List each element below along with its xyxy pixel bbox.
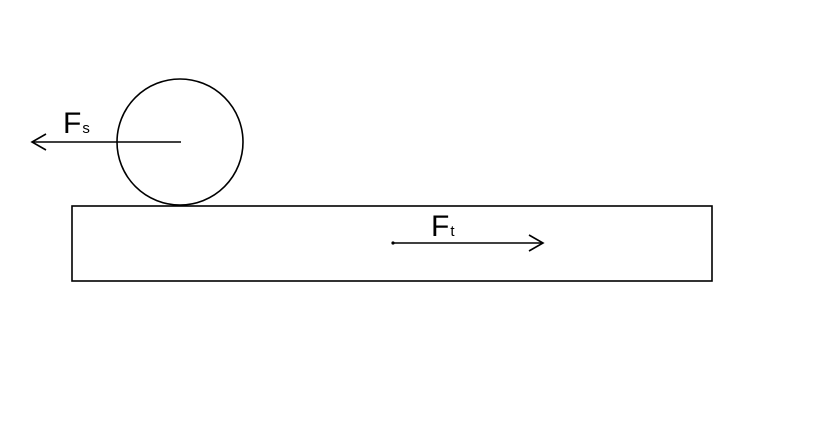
plank-force-label-subscript: t <box>450 223 455 240</box>
ball-force-label: Fs <box>63 107 90 140</box>
plank-force-arrow <box>391 234 545 252</box>
plank <box>71 205 713 282</box>
ball-force-arrow-head <box>30 133 47 151</box>
plank-force-arrow-head <box>528 234 545 252</box>
plank-force-label: Ft <box>431 210 455 243</box>
ball-force-label-main: F <box>63 107 81 140</box>
ball-force-label-subscript: s <box>82 120 90 137</box>
plank-force-label-main: F <box>431 210 449 243</box>
ball-force-arrow <box>30 133 181 151</box>
